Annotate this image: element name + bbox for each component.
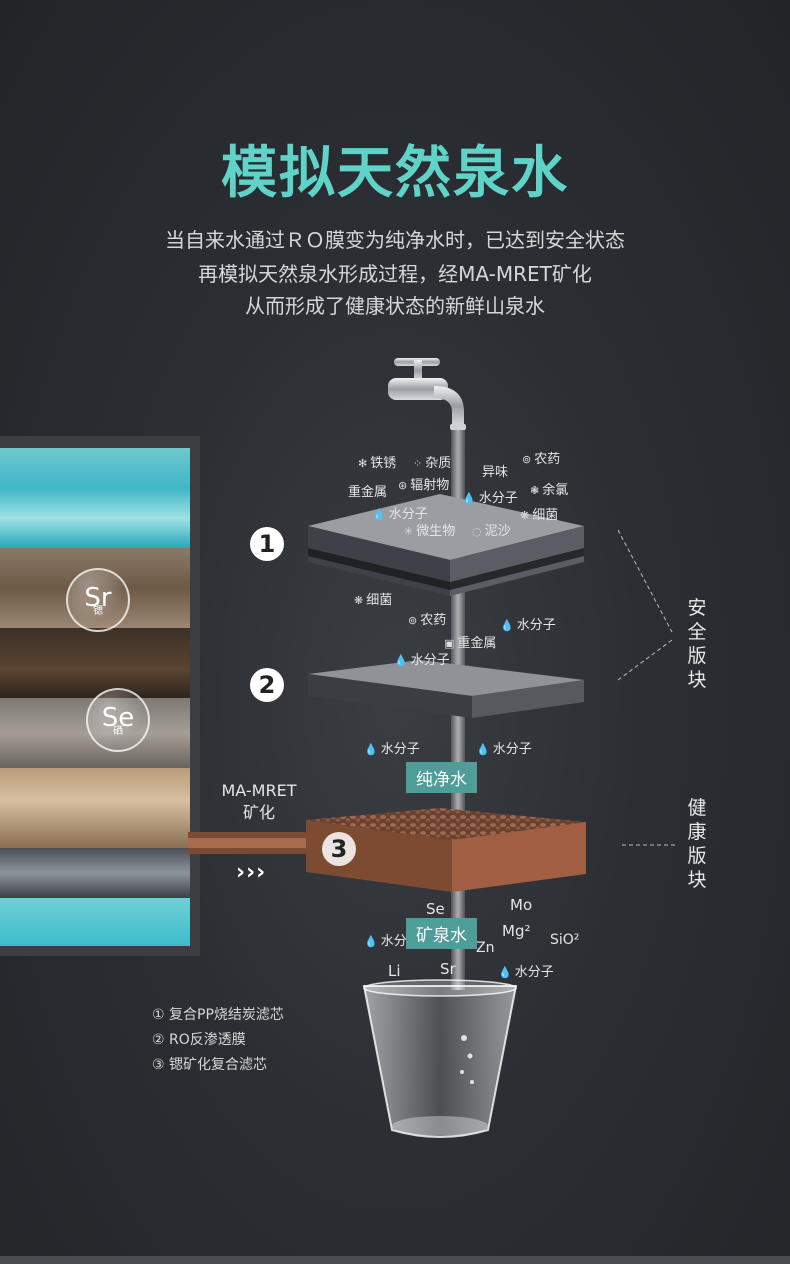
strontium-symbol: Sr (84, 583, 112, 613)
water-drop-icon: 💧 (462, 492, 476, 505)
contaminant-label: ❋细菌 (354, 593, 393, 608)
intro-line-1: 当自来水通过ＲＯ膜变为纯净水时，已达到安全状态 (165, 228, 625, 252)
pesticide-icon: ⊚ (522, 453, 532, 466)
contaminant-label: 重金属 (348, 485, 388, 500)
contaminant-label: ❋细菌 (520, 508, 559, 523)
filter-block-2 (308, 660, 584, 718)
mineral-label: Sr (440, 960, 456, 978)
water-molecule-label: 💧水分子 (462, 491, 518, 506)
mineral-label: Li (388, 962, 401, 980)
bottom-bar (0, 1256, 790, 1264)
contaminant-label: ✳微生物 (404, 524, 456, 539)
water-molecule-label: 💧水分子 (372, 507, 428, 522)
water-drop-icon: 💧 (500, 619, 514, 632)
mineralization-label: MA-MRET 矿化 (221, 781, 297, 822)
stage-1-number: 1 (250, 527, 284, 561)
page-title: 模拟天然泉水 (221, 141, 569, 206)
selenium-name: 硒 (113, 726, 123, 737)
water-drop-icon: 💧 (364, 935, 378, 948)
contaminant-label: ⊚农药 (522, 452, 561, 467)
contaminant-label: ❃余氯 (530, 483, 569, 498)
water-molecule-label: 💧水分子 (498, 965, 554, 980)
intro-line-2: 再模拟天然泉水形成过程，经MA-MRET矿化 (198, 262, 592, 286)
strontium-name: 锶 (93, 606, 103, 617)
impurity-icon: ⁘ (413, 457, 423, 470)
selenium-bubble: Se 硒 (86, 688, 150, 752)
stage-2-number: 2 (250, 668, 284, 702)
legend-item-2: ② RO反渗透膜 (152, 1032, 246, 1048)
mineral-water-tag: 矿泉水 (406, 918, 477, 949)
water-molecule-label: 💧水分子 (394, 653, 450, 668)
faucet-icon (388, 358, 466, 430)
filter-block-1 (308, 494, 584, 596)
stage-3-number: 3 (322, 832, 356, 866)
rock-strata-image: Sr 锶 Se 硒 (0, 448, 190, 946)
water-molecule-label: 💧水分子 (500, 618, 556, 633)
radiation-icon: ⊛ (398, 479, 408, 492)
mineral-label: Mg² (502, 922, 531, 940)
water-drop-icon: 💧 (372, 508, 386, 521)
bacteria-icon: ❋ (520, 509, 530, 522)
contaminant-label: ⊛辐射物 (398, 478, 450, 493)
water-glass-icon (362, 979, 518, 1138)
microbe-icon: ✳ (404, 525, 414, 538)
chlorine-icon: ❃ (530, 484, 540, 497)
water-molecule-label: 💧水分子 (476, 742, 532, 757)
water-drop-icon: 💧 (394, 654, 408, 667)
contaminant-label: ▣重金属 (444, 636, 497, 651)
safe-block-label: 安全版块 (687, 597, 707, 691)
rust-icon: ✻ (358, 457, 368, 470)
water-drop-icon: 💧 (364, 743, 378, 756)
water-molecule-label: 💧水分子 (364, 742, 420, 757)
water-drop-icon: 💧 (498, 966, 512, 979)
strontium-bubble: Sr 锶 (66, 568, 130, 632)
legend-item-3: ③ 锶矿化复合滤芯 (152, 1057, 268, 1073)
mineral-label: Zn (476, 940, 495, 956)
water-drop-icon: 💧 (476, 743, 490, 756)
purified-water-tag: 纯净水 (406, 762, 477, 793)
contaminant-label: ◌泥沙 (472, 524, 511, 539)
contaminant-label: ⊚农药 (408, 613, 447, 628)
heavy-metal-icon: ▣ (444, 637, 455, 650)
selenium-symbol: Se (101, 703, 135, 733)
legend-item-1: ① 复合PP烧结炭滤芯 (152, 1007, 284, 1023)
mineral-label: Mo (510, 896, 533, 914)
sediment-icon: ◌ (472, 525, 482, 538)
healthy-block-label: 健康版块 (687, 797, 707, 891)
contaminant-label: ⁘杂质 (413, 456, 452, 471)
intro-line-3: 从而形成了健康状态的新鲜山泉水 (245, 294, 545, 318)
contaminant-label: 异味 (482, 465, 509, 480)
contaminant-label: ✻铁锈 (358, 456, 397, 471)
flow-arrows-icon: ››› (236, 860, 267, 885)
mineral-label: Se (426, 900, 445, 918)
pesticide-icon: ⊚ (408, 614, 418, 627)
mineral-label: SiO² (550, 932, 580, 948)
bacteria-icon: ❋ (354, 594, 364, 607)
